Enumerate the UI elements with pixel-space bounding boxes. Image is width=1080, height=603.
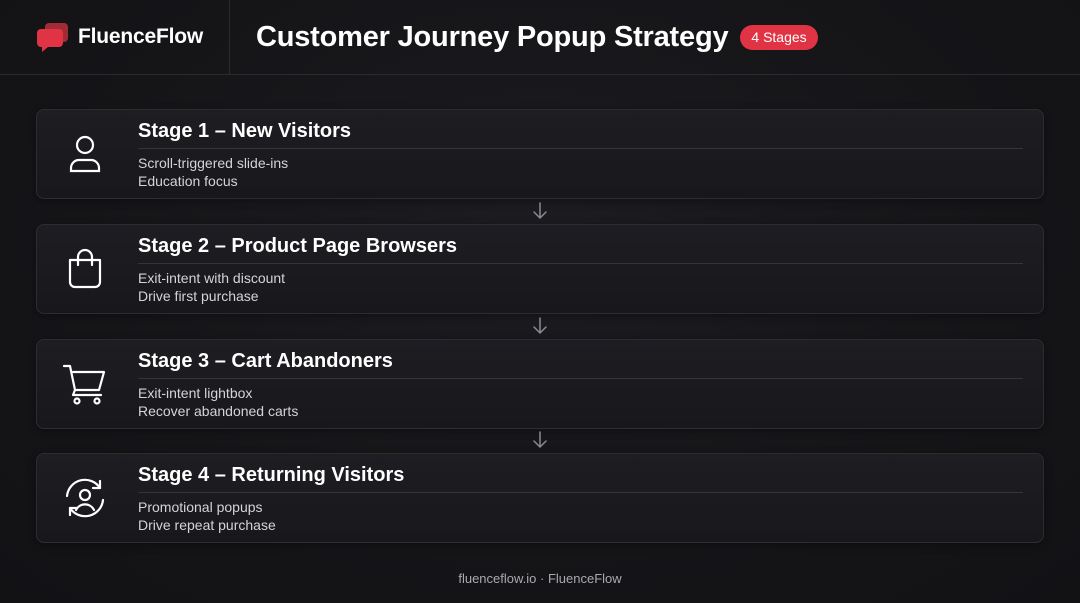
- brand: FluenceFlow: [0, 0, 230, 75]
- header: FluenceFlow Customer Journey Popup Strat…: [0, 0, 1080, 75]
- brand-name: FluenceFlow: [78, 25, 203, 48]
- stage-title: Stage 1 – New Visitors: [138, 120, 352, 142]
- shopping-cart-icon: [61, 360, 109, 408]
- shopping-bag-icon: [61, 245, 109, 293]
- title-area: Customer Journey Popup Strategy 4 Stages: [230, 21, 818, 54]
- arrow-down-icon: [532, 317, 548, 335]
- divider: [138, 378, 1023, 379]
- arrow-down-icon: [532, 202, 548, 220]
- stage-goal: Education focus: [138, 173, 238, 189]
- footer: fluenceflow.io · FluenceFlow: [458, 571, 622, 586]
- stage-title: Stage 3 – Cart Abandoners: [138, 350, 393, 372]
- stage-card-1: Stage 1 – New Visitors Scroll-triggered …: [36, 109, 1044, 199]
- stage-goal: Drive repeat purchase: [138, 517, 276, 533]
- stage-card-3: Stage 3 – Cart Abandoners Exit-intent li…: [36, 339, 1044, 429]
- stage-title: Stage 4 – Returning Visitors: [138, 464, 405, 486]
- arrow-down-icon: [532, 431, 548, 449]
- stage-tactic: Exit-intent lightbox: [138, 385, 253, 401]
- stage-card-4: Stage 4 – Returning Visitors Promotional…: [36, 453, 1044, 543]
- stage-tactic: Promotional popups: [138, 499, 263, 515]
- stage-tactic: Exit-intent with discount: [138, 270, 286, 286]
- stage-card-2: Stage 2 – Product Page Browsers Exit-int…: [36, 224, 1044, 314]
- stage-goal: Recover abandoned carts: [138, 403, 299, 419]
- chat-bubble-logo-icon: [37, 23, 68, 52]
- stage-tactic: Scroll-triggered slide-ins: [138, 155, 289, 171]
- returning-user-icon: [61, 474, 109, 522]
- divider: [138, 263, 1023, 264]
- divider: [138, 148, 1023, 149]
- page-title: Customer Journey Popup Strategy: [256, 20, 729, 53]
- stage-title: Stage 2 – Product Page Browsers: [138, 235, 458, 257]
- user-icon: [61, 130, 109, 178]
- stage-count-badge: 4 Stages: [740, 24, 818, 50]
- divider: [138, 492, 1023, 493]
- stage-goal: Drive first purchase: [138, 288, 259, 304]
